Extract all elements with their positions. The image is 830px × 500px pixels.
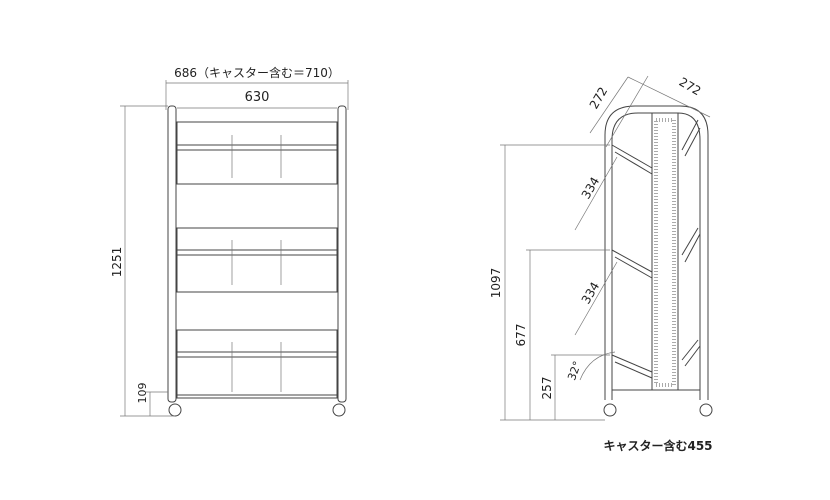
angle-arc: [579, 351, 616, 381]
middle-shelf-height-label: 677: [514, 324, 528, 347]
bottom-clearance-label: 109: [136, 383, 149, 404]
caster-right: [699, 403, 713, 417]
top-shelf-height-label: 1097: [489, 268, 503, 299]
depth-label: キャスター含む455: [603, 438, 712, 453]
front-view: 686（キャスター含む＝710） 630 1251: [110, 65, 349, 417]
caster-right: [332, 403, 346, 417]
angle-label: 32°: [565, 359, 584, 382]
shelf-depth-right-label: 272: [677, 75, 704, 99]
bottom-shelf-height-label: 257: [540, 377, 554, 400]
right-post: [337, 105, 347, 403]
caster-left: [168, 403, 182, 417]
inner-width-label: 630: [245, 90, 270, 105]
shelf-bottom: [176, 329, 338, 399]
overall-width-label: 686（キャスター含む＝710）: [174, 65, 340, 80]
caster-left: [603, 403, 617, 417]
height-label: 1251: [110, 247, 124, 278]
side-frame: [604, 105, 709, 400]
side-shelves: [611, 119, 701, 379]
shelf-middle: [176, 227, 338, 293]
shelf-top: [176, 121, 338, 185]
left-post: [167, 105, 177, 403]
shelf-depth-left-label: 272: [587, 85, 611, 112]
side-view: 272 272 334 334 1097 677 257 32° キャスター含む…: [489, 75, 713, 453]
